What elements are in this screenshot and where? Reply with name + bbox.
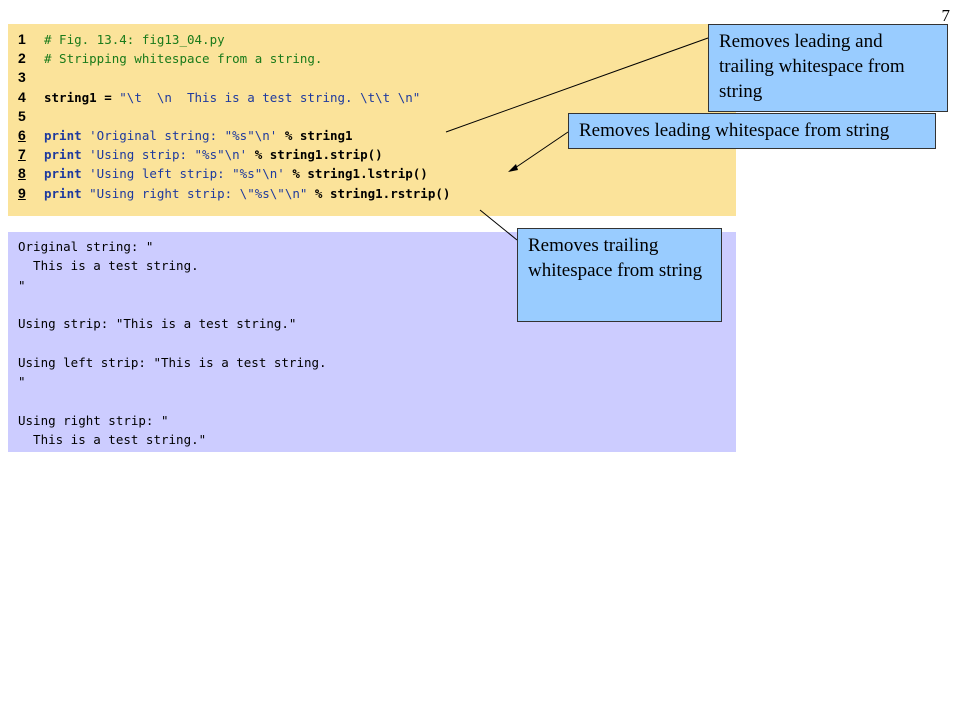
code-token: # Fig. 13.4: fig13_04.py <box>44 32 225 47</box>
code-token: 'Using strip: "%s"\n' <box>89 147 248 163</box>
code-token: print <box>44 166 90 182</box>
code-line: 3 <box>8 68 736 87</box>
code-line: 2 # Stripping whitespace from a string. <box>8 49 736 68</box>
callout-rstrip: Removes trailing whitespace from string <box>517 228 722 322</box>
output-line: " <box>18 277 26 293</box>
output-line: " <box>18 374 26 390</box>
code-line: 6 print 'Original string: "%s"\n' % strin… <box>8 126 736 145</box>
code-token: print <box>44 147 90 163</box>
line-number: 9 <box>18 184 26 201</box>
line-number: 6 <box>18 126 26 143</box>
code-token: 'Original string: "%s"\n' <box>89 127 278 143</box>
output-line <box>8 391 736 410</box>
output-line <box>8 333 736 352</box>
code-token: "\t \n This is a test string. \t\t \n" <box>119 89 421 105</box>
callout-strip: Removes leading and trailing whitespace … <box>708 24 948 112</box>
page-number: 7 <box>941 6 951 25</box>
line-number: 8 <box>18 165 26 182</box>
code-text: string1 = "\t \n This is a test string. … <box>44 88 420 107</box>
output-line: Using left strip: "This is a test string… <box>18 354 327 370</box>
code-token: % string1.rstrip() <box>307 185 451 201</box>
code-token: print <box>44 185 90 201</box>
code-token: "Using right strip: \"%s\"\n" <box>89 185 308 201</box>
output-line: This is a test string." <box>18 431 207 447</box>
code-token: % string1.lstrip() <box>284 166 428 182</box>
code-text: # Stripping whitespace from a string. <box>44 49 322 68</box>
code-token: string1 = <box>44 89 120 105</box>
line-number: 4 <box>18 88 26 105</box>
line-number: 1 <box>18 31 26 47</box>
output-line: This is a test string. <box>18 258 199 274</box>
line-number: 2 <box>18 50 26 67</box>
code-line: 8 print 'Using left strip: "%s"\n' % stri… <box>8 164 736 183</box>
output-line: Using strip: "This is a test string." <box>18 316 297 332</box>
code-token: % string1.strip() <box>247 147 383 163</box>
line-number: 7 <box>18 146 26 163</box>
code-token: % string1 <box>277 127 353 143</box>
code-text: print 'Using strip: "%s"\n' % string1.st… <box>44 145 383 164</box>
callout-lstrip: Removes leading whitespace from string <box>568 113 936 149</box>
code-line: 1 # Fig. 13.4: fig13_04.py <box>8 30 736 49</box>
line-number: 3 <box>18 69 26 86</box>
code-text: print 'Original string: "%s"\n' % string… <box>44 126 353 145</box>
output-line: Original string: " <box>18 239 154 254</box>
code-text: print 'Using left strip: "%s"\n' % strin… <box>44 164 428 183</box>
line-number: 5 <box>18 107 26 124</box>
code-line: 7 print 'Using strip: "%s"\n' % string1.s… <box>8 145 736 164</box>
code-line: 4 string1 = "\t \n This is a test string.… <box>8 88 736 107</box>
code-token: # Stripping whitespace from a string. <box>44 51 323 67</box>
code-token: print <box>44 127 90 143</box>
code-line: 9 print "Using right strip: \"%s\"\n" % s… <box>8 184 736 203</box>
output-line: Using right strip: " <box>18 412 169 428</box>
code-line: 5 <box>8 107 736 126</box>
code-text: print "Using right strip: \"%s\"\n" % st… <box>44 184 450 203</box>
code-text: # Fig. 13.4: fig13_04.py <box>44 30 225 49</box>
code-token: 'Using left strip: "%s"\n' <box>89 166 285 182</box>
